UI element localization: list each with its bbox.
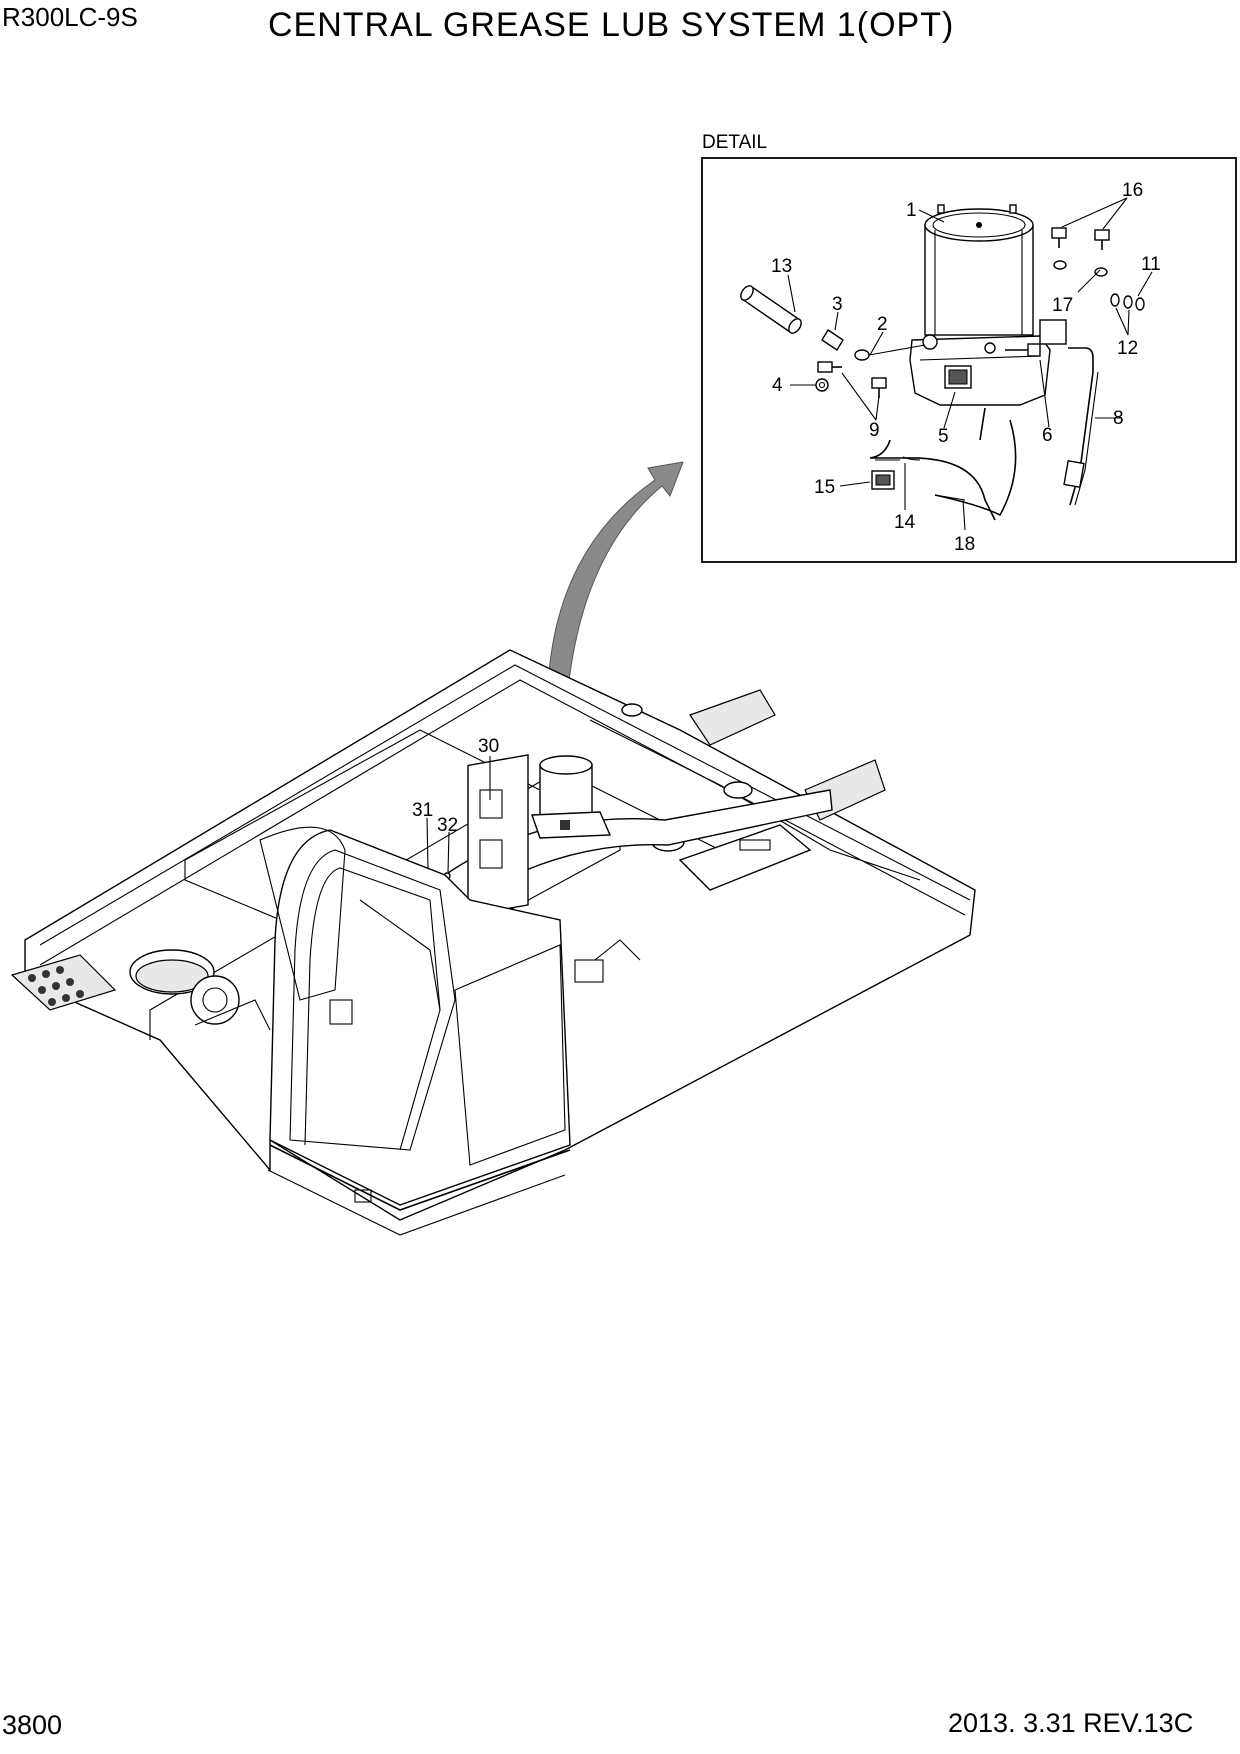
connector-switch — [871, 470, 895, 490]
main-leaders — [426, 756, 491, 873]
step-plate — [10, 954, 117, 1011]
callout-5: 5 — [938, 426, 949, 447]
callout-17: 17 — [1052, 295, 1073, 316]
detail-leaders — [787, 197, 1153, 531]
callout-4: 4 — [772, 375, 783, 396]
callout-30: 30 — [478, 736, 499, 757]
bolts — [817, 361, 887, 398]
callout-3: 3 — [832, 294, 843, 315]
callout-15: 15 — [814, 477, 835, 498]
callout-32: 32 — [437, 815, 458, 836]
cab-frame — [190, 826, 641, 1236]
page-number: 3800 — [2, 1710, 63, 1740]
callout-31: 31 — [412, 800, 433, 821]
callout-18: 18 — [954, 534, 975, 555]
grease-cartridge — [740, 285, 802, 334]
callout-16: 16 — [1122, 180, 1143, 201]
washers-right — [1110, 293, 1145, 311]
callout-14: 14 — [894, 512, 916, 533]
main-callouts: 30 31 32 — [412, 736, 499, 836]
callout-6: 6 — [1042, 425, 1053, 446]
nipple-fitting — [854, 344, 926, 361]
page-title: CENTRAL GREASE LUB SYSTEM 1(OPT) — [268, 6, 955, 44]
harness-cable — [934, 419, 1017, 517]
wiring-harness — [869, 407, 996, 521]
callout-13: 13 — [771, 256, 792, 277]
model-number: R300LC-9S — [2, 2, 138, 32]
detail-callouts: 1 2 3 4 5 6 8 9 11 12 13 14 15 16 17 18 — [771, 180, 1161, 555]
adaptor-fitting — [821, 329, 844, 351]
callout-8: 8 — [1113, 408, 1124, 429]
bolts-upper — [1051, 227, 1110, 250]
grease-hose — [1063, 347, 1099, 506]
nut — [815, 378, 829, 392]
detail-label: DETAIL — [702, 132, 768, 153]
washers — [1053, 260, 1108, 277]
callout-9: 9 — [869, 420, 880, 441]
grease-pump — [909, 204, 1067, 406]
detail-frame — [701, 157, 1237, 563]
callout-1: 1 — [906, 200, 917, 221]
revision-date: 2013. 3.31 REV.13C — [948, 1708, 1194, 1738]
callout-11: 11 — [1141, 254, 1161, 275]
callout-2: 2 — [877, 314, 888, 335]
callout-12: 12 — [1117, 338, 1138, 359]
